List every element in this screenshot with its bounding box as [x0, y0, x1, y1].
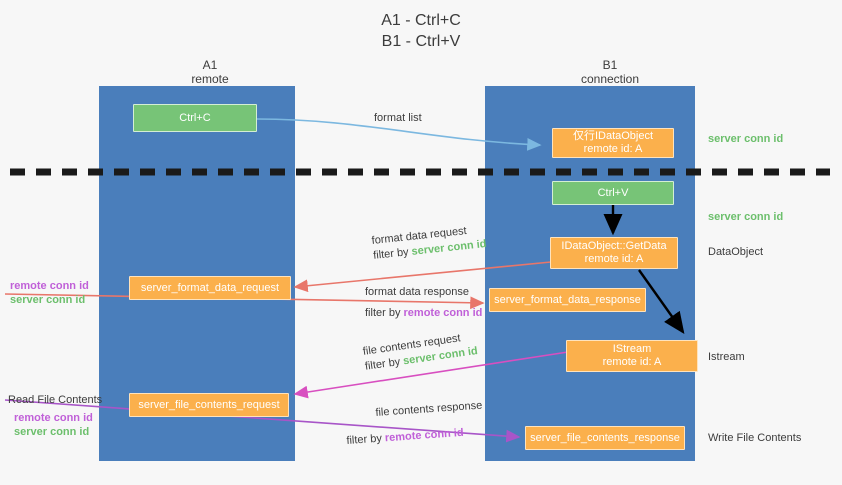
- annotation-file-contents-response: file contents response: [375, 399, 483, 421]
- box-idataobject-getdata[interactable]: IDataObject::GetData remote id: A: [550, 237, 678, 269]
- box-server-file-contents-request[interactable]: server_file_contents_request: [129, 393, 289, 417]
- box-istream-line2: remote id: A: [602, 356, 662, 368]
- filter-key-remote-conn-id: remote conn id: [403, 307, 483, 319]
- box-server-format-data-request-label: server_format_data_request: [140, 281, 280, 294]
- annotation-file-contents-response-title: file contents response: [375, 399, 483, 419]
- annotation-format-data-request: format data request filter by server con…: [371, 222, 487, 264]
- filter-prefix: filter by: [365, 307, 404, 319]
- right-label-istream: Istream: [708, 351, 745, 363]
- column-a1-name: A1: [202, 58, 218, 72]
- page-title: A1 - Ctrl+C B1 - Ctrl+V: [0, 10, 842, 52]
- right-label-server-conn-id-1: server conn id: [708, 133, 784, 145]
- box-server-file-contents-request-label: server_file_contents_request: [138, 398, 280, 411]
- left-label-remote-conn-id-2: remote conn id: [14, 412, 93, 424]
- column-b1-sub: connection: [580, 72, 640, 86]
- filter-key-remote-conn-id: remote conn id: [384, 426, 464, 445]
- annotation-format-data-response-filter: filter by remote conn id: [365, 306, 482, 321]
- annotation-file-contents-response-filter: filter by remote conn id: [346, 426, 464, 449]
- box-server-format-data-response-label: server_format_data_response: [494, 293, 641, 306]
- filter-prefix: filter by: [372, 245, 413, 262]
- right-label-server-conn-id-2: server conn id: [708, 211, 784, 223]
- box-server-format-data-response[interactable]: server_format_data_response: [489, 288, 646, 312]
- box-ctrl-v[interactable]: Ctrl+V: [552, 181, 674, 205]
- left-label-read-file-contents: Read File Contents: [8, 394, 103, 406]
- annotation-format-list: format list: [374, 112, 422, 124]
- filter-prefix: filter by: [346, 432, 386, 447]
- box-getdata-line1: IDataObject::GetData: [561, 240, 667, 252]
- left-label-group-2: remote conn id server conn id: [14, 411, 93, 439]
- title-line-1: A1 - Ctrl+C: [381, 12, 461, 29]
- annotation-format-data-response: format data response filter by remote co…: [365, 285, 482, 321]
- box-server-file-contents-response[interactable]: server_file_contents_response: [525, 426, 685, 450]
- column-a1-sub: remote: [191, 72, 229, 86]
- right-label-dataobject: DataObject: [708, 246, 764, 258]
- column-b1-name: B1: [602, 58, 618, 72]
- column-header-a1: A1 remote: [130, 58, 290, 86]
- box-server-file-contents-response-label: server_file_contents_response: [530, 431, 680, 444]
- annotation-file-contents-request: file contents request filter by server c…: [362, 329, 479, 375]
- box-istream-line1: IStream: [612, 343, 652, 355]
- title-line-2: B1 - Ctrl+V: [381, 33, 461, 50]
- left-label-server-conn-id-2: server conn id: [14, 426, 90, 438]
- column-header-b1: B1 connection: [530, 58, 690, 86]
- filter-prefix: filter by: [364, 355, 405, 373]
- annotation-format-data-response-title: format data response: [365, 286, 469, 298]
- left-label-remote-conn-id-1: remote conn id: [10, 280, 89, 292]
- box-istream[interactable]: IStream remote id: A: [566, 340, 698, 372]
- left-label-group-1: remote conn id server conn id: [10, 279, 89, 307]
- box-idataobject-top-line2: remote id: A: [583, 143, 643, 155]
- box-server-format-data-request[interactable]: server_format_data_request: [129, 276, 291, 300]
- box-ctrl-c[interactable]: Ctrl+C: [133, 104, 257, 132]
- right-label-write-file-contents: Write File Contents: [708, 432, 802, 444]
- box-idataobject-top[interactable]: 仅行IDataObject remote id: A: [552, 128, 674, 158]
- box-getdata-line2: remote id: A: [584, 253, 644, 265]
- left-label-server-conn-id-1: server conn id: [10, 294, 86, 306]
- box-idataobject-top-line1: 仅行IDataObject: [572, 130, 654, 142]
- box-ctrl-v-label: Ctrl+V: [597, 186, 629, 199]
- box-ctrl-c-label: Ctrl+C: [179, 111, 211, 124]
